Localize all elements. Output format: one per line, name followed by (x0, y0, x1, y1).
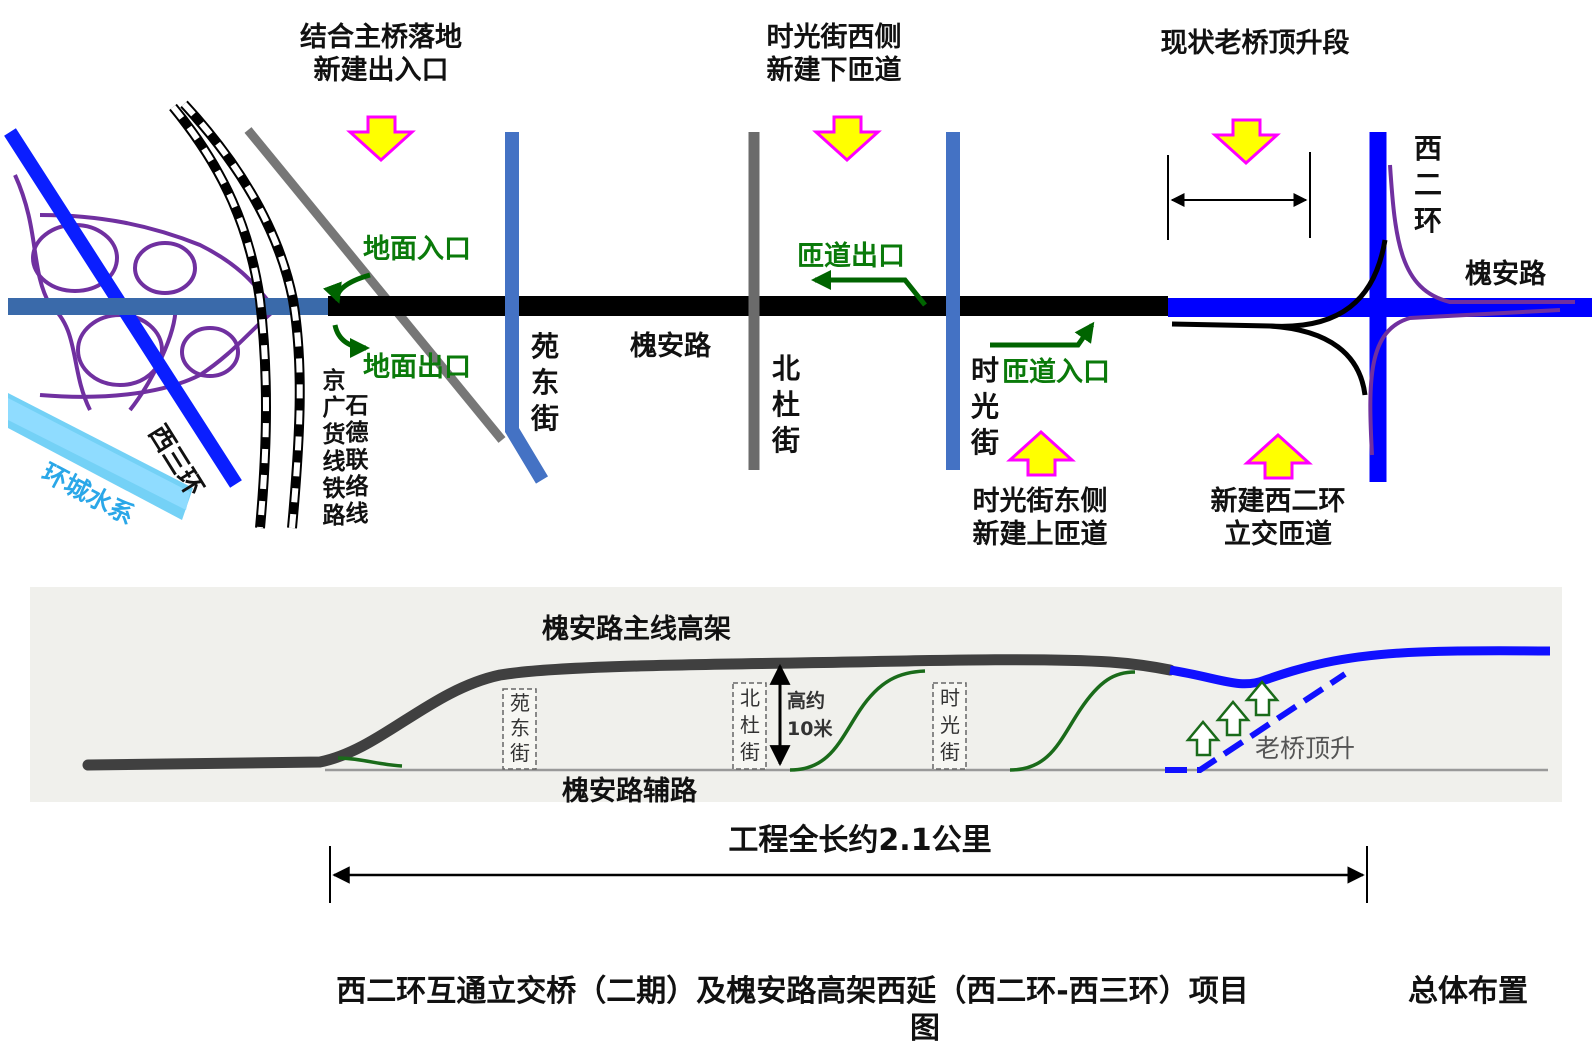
label-xierhuan-char: 二 (1414, 168, 1442, 201)
huaian-road-west (8, 298, 328, 315)
label-beidu-street-char: 街 (771, 424, 800, 457)
label-rail-jingguang-char: 线 (323, 448, 346, 475)
label-ground-exit: 地面出口 (363, 352, 471, 383)
label-rail-shide-char: 络 (346, 473, 369, 500)
railway-shide (180, 100, 305, 529)
railway-jingguang (169, 103, 271, 529)
water-system (8, 393, 193, 520)
jacking-dashed-line (1165, 671, 1347, 773)
profile-label-yuandong-char: 街 (510, 741, 530, 765)
caption-line1-right: 总体布置 (1408, 974, 1528, 1009)
profile-label-beidu-char: 街 (740, 740, 760, 764)
label-shiguang-street-char: 街 (970, 426, 999, 459)
label-beidu-street: 北杜街 (771, 352, 800, 457)
profile-label-shiguang-char: 时 (940, 686, 960, 710)
profile-box-beidu (732, 682, 767, 770)
label-beidu-street-char: 北 (772, 352, 800, 385)
profile-label-beidu-char: 北 (740, 686, 760, 710)
main-elevated-line (82, 654, 1176, 771)
label-shiguang-street: 时光街 (970, 354, 999, 459)
caption-line2: 图 (910, 1011, 940, 1046)
label-beidu-street-char: 杜 (772, 388, 800, 421)
label-rail-jingguang-char: 铁 (323, 476, 346, 502)
total-length-label: 工程全长约2.1公里 (728, 823, 991, 858)
caption-line1: 西二环互通立交桥（二期）及槐安路高架西延（西二环-西三环）项目 (336, 974, 1249, 1009)
profile-label-shiguang: 时光街 (940, 686, 960, 764)
label-yuandong-street-char: 东 (531, 366, 559, 399)
label-rail-jingguang-char: 路 (323, 502, 347, 529)
ramp-exit-arrow (811, 270, 927, 307)
callout-shiguang-west-l1: 时光街西侧 (767, 22, 902, 53)
label-yuandong-street: 苑东街 (530, 330, 559, 435)
callout-arrow-up-2 (1243, 432, 1313, 480)
callout-shiguang-east-l2: 新建上匝道 (973, 518, 1108, 550)
label-rail-jingguang-char: 货 (323, 421, 346, 448)
height-label-1: 高约 (787, 689, 825, 712)
label-shiguang-street-char: 时 (971, 354, 999, 387)
label-rail-shide-char: 线 (346, 500, 369, 527)
profile-label-yuandong-char: 东 (510, 716, 530, 740)
label-xierhuan-char: 环 (1414, 204, 1442, 237)
label-rail-shide-char: 石 (345, 393, 369, 419)
road-label-huaian-east: 槐安路 (1465, 258, 1547, 290)
label-xierhuan: 西二环 (1414, 132, 1442, 237)
callout-arrow-up-1 (1006, 429, 1076, 477)
callout-new-xierhuan-l1: 新建西二环 (1211, 485, 1346, 517)
profile-label-shiguang-char: 光 (940, 713, 960, 737)
jacking-up-arrow-2 (1215, 700, 1251, 737)
profile-label-beidu: 北杜街 (740, 686, 760, 764)
jacking-up-arrow-3 (1244, 680, 1280, 717)
callout-new-xierhuan-l2: 立交匝道 (1224, 518, 1332, 550)
profile-title-main-elevated: 槐安路主线高架 (542, 613, 731, 645)
label-rail-shide-char: 德 (346, 419, 369, 446)
profile-label-yuandong: 苑东街 (510, 691, 530, 765)
plan-view: 结合主桥落地 新建出入口 时光街西侧 新建下匝道 现状老桥顶升段 时光街东侧 新… (4, 21, 1592, 550)
label-ramp-entrance: 匝道入口 (1002, 356, 1110, 388)
label-rail-jingguang-char: 广 (323, 394, 346, 421)
road-label-huaian: 槐安路 (630, 330, 712, 362)
callout-shiguang-east-l1: 时光街东侧 (973, 485, 1108, 517)
profile-box-shiguang (932, 682, 967, 770)
label-ground-entrance: 地面入口 (363, 234, 471, 265)
height-label-2: 10米 (787, 717, 833, 740)
old-bridge-dimension (1167, 152, 1311, 240)
ground-ramp-arrows (323, 272, 371, 358)
label-rail-jingguang-char: 京 (323, 367, 346, 394)
label-yuandong-street-char: 街 (530, 402, 559, 435)
callout-arrow-down-3 (1211, 118, 1281, 166)
callout-main-bridge-l1: 结合主桥落地 (300, 21, 462, 53)
label-shiguang-street-char: 光 (970, 390, 999, 423)
callout-main-bridge-l2: 新建出入口 (314, 54, 449, 86)
profile-label-beidu-char: 杜 (740, 713, 760, 737)
label-yuandong-street-char: 苑 (531, 330, 559, 363)
xierhuan-ramps-purple (1368, 164, 1575, 456)
label-rail-shide-char: 联 (346, 447, 369, 473)
label-xierhuan-char: 西 (1414, 132, 1442, 165)
grey-diagonal-road (244, 127, 506, 443)
profile-ramps (337, 669, 1136, 772)
callout-arrow-down-2 (812, 115, 882, 163)
profile-label-jacking: 老桥顶升 (1255, 734, 1355, 763)
xierhuan-ramps-black (1171, 239, 1388, 396)
profile-label-yuandong-char: 苑 (510, 691, 530, 715)
profile-label-shiguang-char: 街 (940, 740, 960, 764)
callout-arrow-down-1 (346, 115, 416, 163)
jacking-up-arrow-1 (1185, 720, 1221, 757)
yuandong-street (505, 132, 549, 484)
callout-old-bridge: 现状老桥顶升段 (1161, 28, 1350, 59)
profile-box-yuandong (502, 688, 537, 770)
huaian-road-main (328, 296, 1168, 316)
ramp-entrance-arrow (990, 321, 1095, 348)
total-length-dimension: 工程全长约2.1公里 (329, 823, 1368, 903)
profile-label-aux-road: 槐安路辅路 (562, 775, 698, 807)
label-ramp-exit: 匝道出口 (797, 240, 905, 272)
callout-shiguang-west-l2: 新建下匝道 (767, 54, 902, 86)
main-elevated-blue (1169, 646, 1551, 689)
